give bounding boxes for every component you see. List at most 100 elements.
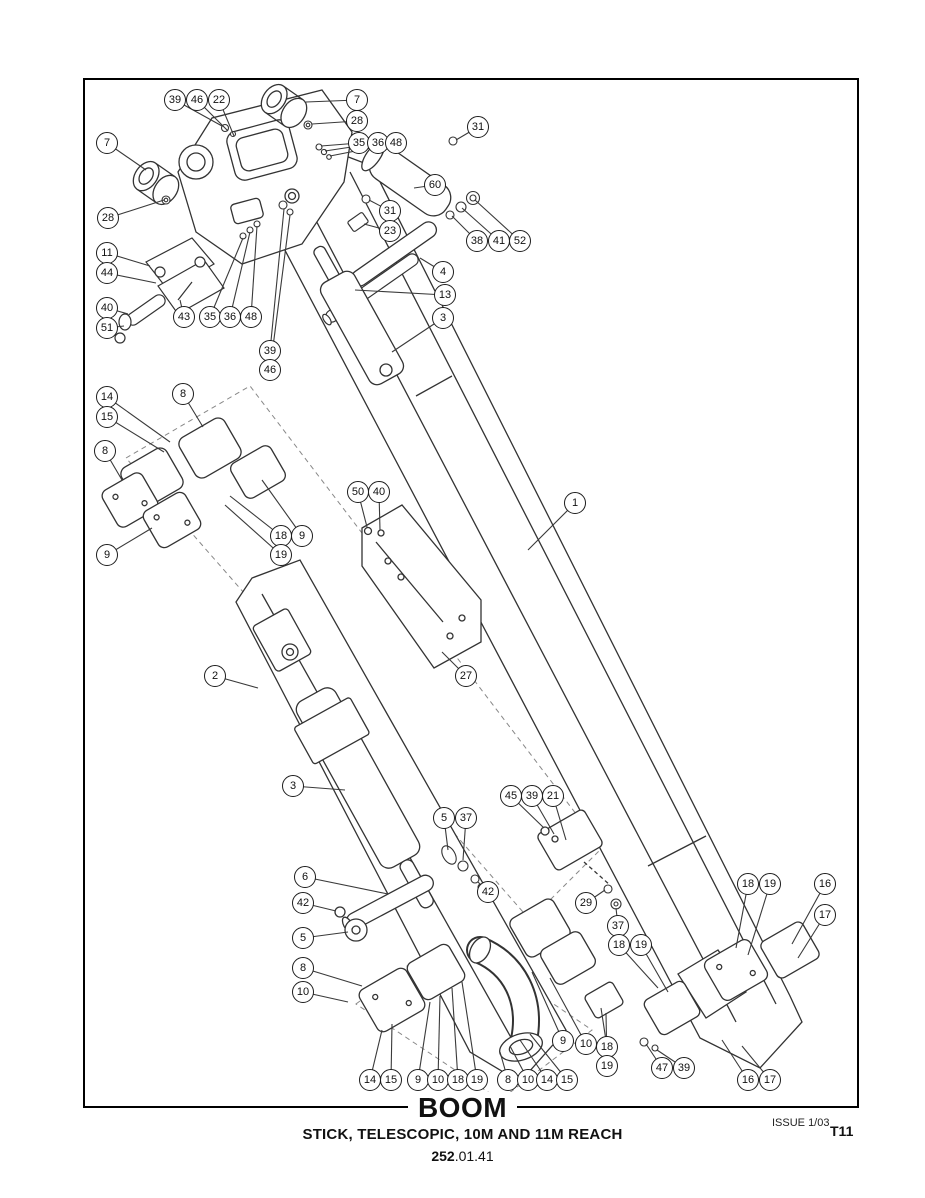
issue-label: ISSUE 1/03 — [772, 1117, 830, 1129]
callout-8[interactable]: 8 — [94, 440, 116, 462]
callout-35[interactable]: 35 — [348, 132, 370, 154]
leader-line — [451, 987, 459, 1081]
callout-2[interactable]: 2 — [204, 665, 226, 687]
callout-39[interactable]: 39 — [259, 340, 281, 362]
callout-23[interactable]: 23 — [379, 220, 401, 242]
cylinder-upper — [313, 245, 405, 386]
callout-31[interactable]: 31 — [467, 116, 489, 138]
leader-line — [437, 995, 441, 1081]
callout-29[interactable]: 29 — [575, 892, 597, 914]
callout-42[interactable]: 42 — [292, 892, 314, 914]
callout-8[interactable]: 8 — [292, 957, 314, 979]
leader-line — [549, 977, 587, 1045]
bushing-top — [260, 83, 308, 129]
callout-8[interactable]: 8 — [497, 1069, 519, 1091]
callout-22[interactable]: 22 — [208, 89, 230, 111]
callout-18[interactable]: 18 — [608, 934, 630, 956]
callout-7[interactable]: 7 — [96, 132, 118, 154]
callout-48[interactable]: 48 — [385, 132, 407, 154]
callout-9[interactable]: 9 — [96, 544, 118, 566]
callout-36[interactable]: 36 — [219, 306, 241, 328]
callout-48[interactable]: 48 — [240, 306, 262, 328]
callout-52[interactable]: 52 — [509, 230, 531, 252]
callout-39[interactable]: 39 — [164, 89, 186, 111]
callout-18[interactable]: 18 — [737, 873, 759, 895]
callout-10[interactable]: 10 — [575, 1033, 597, 1055]
boom-head — [177, 89, 353, 265]
callout-44[interactable]: 44 — [96, 262, 118, 284]
plate-45 — [537, 809, 611, 886]
left-linkage — [114, 237, 225, 344]
callout-17[interactable]: 17 — [759, 1069, 781, 1091]
callout-19[interactable]: 19 — [630, 934, 652, 956]
callout-19[interactable]: 19 — [466, 1069, 488, 1091]
callout-46[interactable]: 46 — [259, 359, 281, 381]
callout-51[interactable]: 51 — [96, 317, 118, 339]
callout-35[interactable]: 35 — [199, 306, 221, 328]
callout-37[interactable]: 37 — [455, 807, 477, 829]
callout-37[interactable]: 37 — [607, 915, 629, 937]
leader-line — [106, 396, 171, 443]
callout-19[interactable]: 19 — [759, 873, 781, 895]
bushing-left — [132, 160, 180, 206]
callout-1[interactable]: 1 — [564, 492, 586, 514]
callout-50[interactable]: 50 — [347, 481, 369, 503]
callout-9[interactable]: 9 — [291, 525, 313, 547]
callout-45[interactable]: 45 — [500, 785, 522, 807]
callout-16[interactable]: 16 — [737, 1069, 759, 1091]
leader-line — [209, 237, 244, 318]
callout-17[interactable]: 17 — [814, 904, 836, 926]
callout-7[interactable]: 7 — [346, 89, 368, 111]
callout-9[interactable]: 9 — [552, 1030, 574, 1052]
leader-line — [269, 208, 285, 352]
callout-19[interactable]: 19 — [270, 544, 292, 566]
callout-3[interactable]: 3 — [282, 775, 304, 797]
callout-43[interactable]: 43 — [173, 306, 195, 328]
callout-14[interactable]: 14 — [536, 1069, 558, 1091]
callout-19[interactable]: 19 — [596, 1055, 618, 1077]
callout-10[interactable]: 10 — [427, 1069, 449, 1091]
callout-10[interactable]: 10 — [292, 981, 314, 1003]
callout-28[interactable]: 28 — [97, 207, 119, 229]
callout-60[interactable]: 60 — [424, 174, 446, 196]
callout-13[interactable]: 13 — [434, 284, 456, 306]
callout-42[interactable]: 42 — [477, 881, 499, 903]
callout-4[interactable]: 4 — [432, 261, 454, 283]
part-number-prefix: 252 — [431, 1148, 455, 1164]
callout-28[interactable]: 28 — [346, 110, 368, 132]
wear-pads-bottom-right — [643, 921, 820, 1036]
leader-line — [417, 1001, 431, 1081]
callout-39[interactable]: 39 — [521, 785, 543, 807]
callout-5[interactable]: 5 — [292, 927, 314, 949]
callout-14[interactable]: 14 — [96, 386, 118, 408]
callout-14[interactable]: 14 — [359, 1069, 381, 1091]
callout-15[interactable]: 15 — [380, 1069, 402, 1091]
bracket-27 — [361, 504, 482, 669]
callout-39[interactable]: 39 — [673, 1057, 695, 1079]
callout-8[interactable]: 8 — [172, 383, 194, 405]
leader-line — [354, 289, 446, 296]
pin-23 — [347, 212, 369, 232]
callout-40[interactable]: 40 — [368, 481, 390, 503]
callout-15[interactable]: 15 — [96, 406, 118, 428]
callout-9[interactable]: 9 — [407, 1069, 429, 1091]
callout-16[interactable]: 16 — [814, 873, 836, 895]
leader-line — [229, 231, 251, 318]
callout-11[interactable]: 11 — [96, 242, 118, 264]
callout-3[interactable]: 3 — [432, 307, 454, 329]
callout-47[interactable]: 47 — [651, 1057, 673, 1079]
callout-21[interactable]: 21 — [542, 785, 564, 807]
callout-46[interactable]: 46 — [186, 89, 208, 111]
callout-31[interactable]: 31 — [379, 200, 401, 222]
callout-15[interactable]: 15 — [556, 1069, 578, 1091]
callout-6[interactable]: 6 — [294, 866, 316, 888]
part-number-suffix: .01.41 — [454, 1148, 494, 1164]
callout-5[interactable]: 5 — [433, 807, 455, 829]
callout-18[interactable]: 18 — [596, 1036, 618, 1058]
callout-38[interactable]: 38 — [466, 230, 488, 252]
callout-40[interactable]: 40 — [96, 297, 118, 319]
callout-27[interactable]: 27 — [455, 665, 477, 687]
callout-41[interactable]: 41 — [488, 230, 510, 252]
